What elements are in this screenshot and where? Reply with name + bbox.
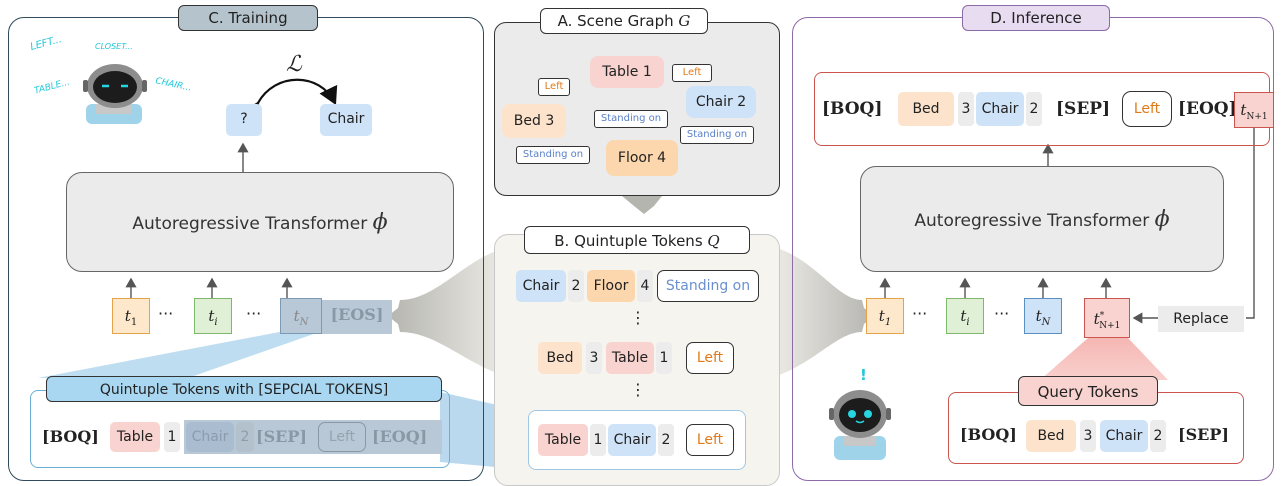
special-obj1: Table — [110, 422, 160, 452]
q3-rel: Left — [686, 424, 734, 456]
out-id2: 2 — [1026, 92, 1042, 126]
q-vdots-2: ⋮ — [630, 380, 646, 399]
query-obj1: Bed — [1026, 420, 1076, 452]
special-obj2: Chair — [186, 422, 234, 452]
out-eoq: [EOQ] — [1178, 99, 1237, 119]
robot-icon — [83, 64, 147, 124]
special-id2: 2 — [236, 422, 254, 452]
special-rel: Left — [318, 422, 366, 452]
q1-id2: 4 — [637, 270, 653, 302]
q1-rel: Standing on — [657, 270, 759, 302]
query-id2: 2 — [1150, 420, 1166, 452]
out-obj2: Chair — [976, 92, 1024, 126]
query-id1: 3 — [1080, 420, 1096, 452]
q1-obj1: Chair — [516, 270, 566, 302]
robot-icon — [829, 390, 891, 460]
training-highlight-beam — [38, 330, 325, 378]
out-obj1: Bed — [898, 92, 954, 126]
inference-transformer: Autoregressive Transformer ϕ — [860, 166, 1224, 272]
q2-obj2: Table — [606, 342, 654, 374]
q2-id2: 1 — [656, 342, 672, 374]
query-boq: [BOQ] — [960, 425, 1017, 444]
q1-id1: 2 — [568, 270, 584, 302]
special-eoq: [EOQ] — [372, 427, 428, 446]
training-ellipsis-2: ··· — [246, 304, 262, 323]
scene-to-quintuple-arrow — [622, 196, 662, 214]
target-token: Chair — [320, 104, 372, 136]
edge-table-floor: Standing on — [594, 110, 668, 128]
robot-thought-closet: CLOSET... — [95, 42, 133, 51]
robot-exclaim: ! — [860, 366, 867, 384]
predicted-token: ? — [226, 104, 262, 136]
inference-title: D. Inference — [962, 5, 1110, 31]
training-token-t1: t1 — [112, 298, 150, 334]
q3-id2: 2 — [658, 424, 674, 456]
out-boq: [BOQ] — [822, 99, 883, 119]
inference-token-ti: ti — [946, 298, 984, 334]
out-sep: [SEP] — [1056, 99, 1111, 119]
q2-rel: Left — [686, 342, 734, 374]
replace-label: Replace — [1158, 306, 1244, 332]
edge-bed-floor: Standing on — [516, 146, 590, 164]
q2-id1: 3 — [586, 342, 602, 374]
q2-obj1: Bed — [538, 342, 582, 374]
out-rel: Left — [1122, 91, 1172, 127]
node-table: Table 1 — [590, 56, 664, 88]
edge-left-table-chair: Left — [672, 64, 712, 82]
q3-obj1: Table — [538, 424, 588, 456]
training-transformer: Autoregressive Transformer ϕ — [66, 172, 454, 272]
transformer-symbol: ϕ — [372, 210, 388, 235]
inference-token-star: t*N+1 — [1084, 298, 1130, 338]
quintuple-title: B. Quintuple Tokens Q — [524, 226, 750, 254]
fan-arrow-right — [762, 245, 874, 380]
replace-loop — [1246, 121, 1255, 319]
inference-highlight-beam — [1040, 338, 1168, 380]
q3-obj2: Chair — [608, 424, 656, 456]
inference-ellipsis-2: ··· — [994, 304, 1010, 323]
special-tokens-title: Quintuple Tokens with [SEPCIAL TOKENS] — [46, 376, 442, 402]
training-ellipsis-1: ··· — [158, 304, 174, 323]
q3-id1: 1 — [590, 424, 606, 456]
special-boq: [BOQ] — [42, 427, 99, 446]
q-vdots-1: ⋮ — [630, 308, 646, 327]
inference-transformer-label: Autoregressive Transformer — [914, 211, 1150, 231]
loss-arc — [241, 78, 338, 122]
training-token-ti: ti — [194, 298, 232, 334]
special-sep: [SEP] — [256, 427, 307, 446]
inference-token-t1: t1 — [866, 298, 904, 334]
node-chair: Chair 2 — [686, 86, 756, 118]
special-id1: 1 — [164, 422, 180, 452]
training-title: C. Training — [178, 5, 318, 31]
out-id1: 3 — [958, 92, 974, 126]
node-floor: Floor 4 — [606, 140, 678, 176]
out-next-token: tN+1 — [1234, 92, 1274, 128]
fan-arrow-left — [388, 245, 520, 380]
node-bed: Bed 3 — [502, 104, 566, 138]
q1-obj2: Floor — [587, 270, 635, 302]
query-obj2: Chair — [1100, 420, 1148, 452]
scene-graph-title: A. Scene Graph G — [540, 8, 708, 34]
loss-symbol: ℒ — [286, 52, 302, 77]
inference-transformer-symbol: ϕ — [1154, 207, 1170, 232]
robot-avatar — [70, 60, 160, 124]
transformer-label: Autoregressive Transformer — [132, 214, 368, 234]
query-sep: [SEP] — [1178, 425, 1229, 444]
training-eos: [EOS] — [322, 300, 392, 334]
edge-chair-floor: Standing on — [680, 126, 754, 144]
inference-ellipsis-1: ··· — [912, 304, 928, 323]
query-tokens-title: Query Tokens — [1018, 376, 1158, 406]
training-token-tn: tN — [280, 298, 322, 334]
inference-token-tn: tN — [1024, 298, 1062, 334]
edge-left-bed-table: Left — [538, 78, 570, 96]
inference-robot-avatar — [820, 384, 900, 462]
